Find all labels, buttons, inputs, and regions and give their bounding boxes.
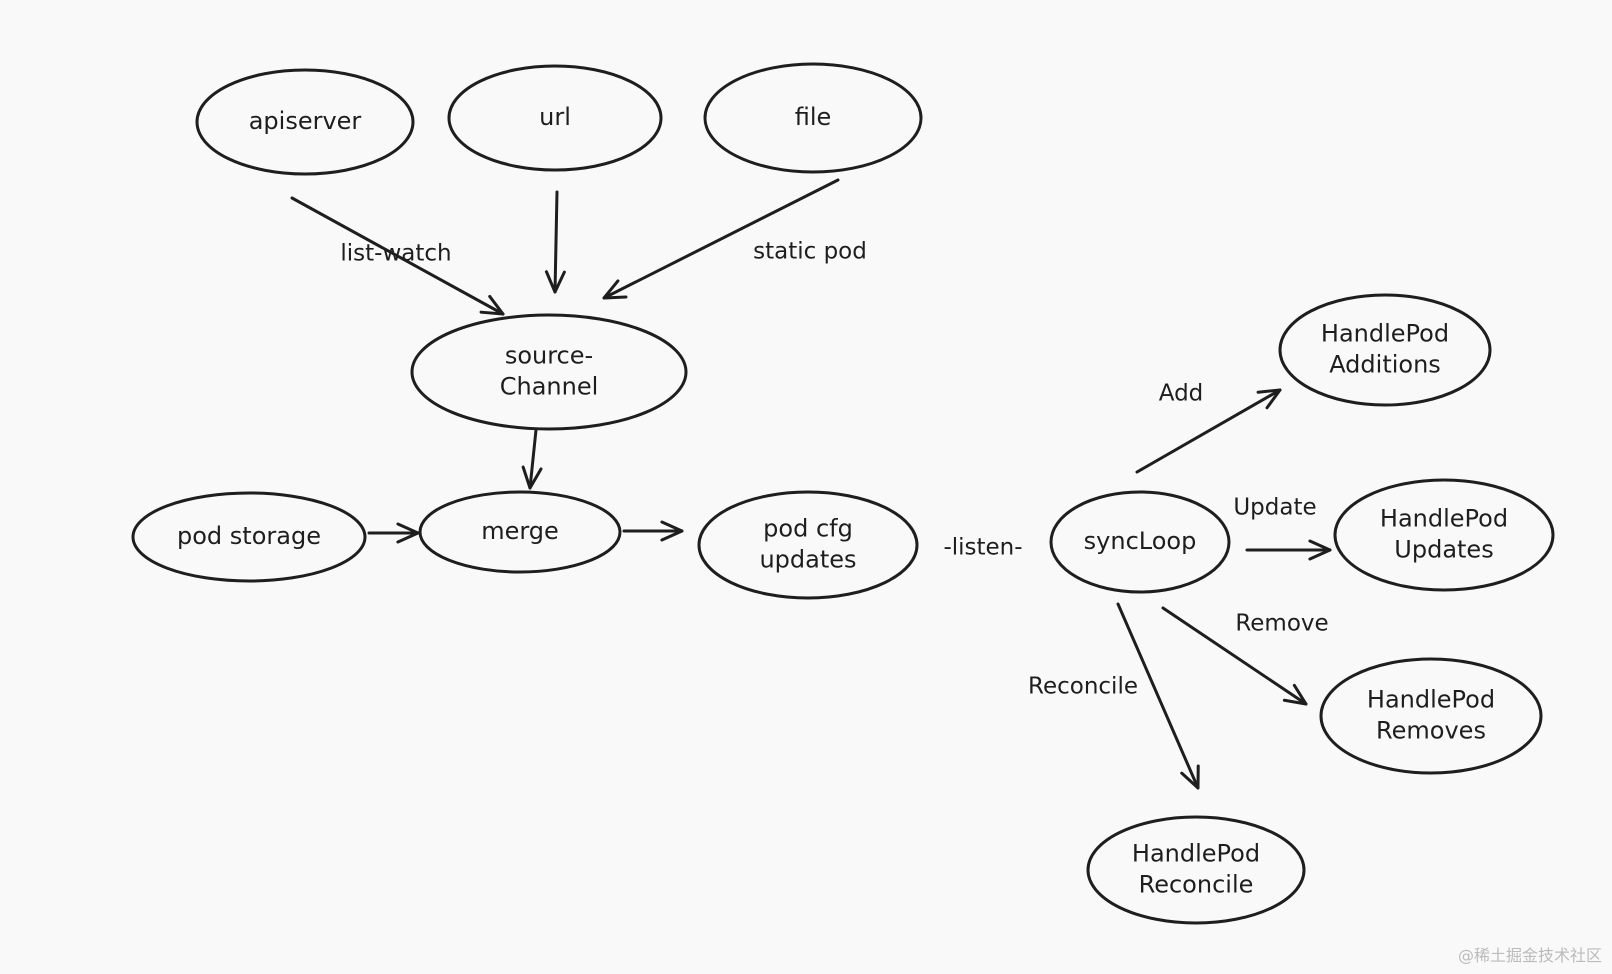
node-ellipse <box>703 62 923 174</box>
node-label: HandlePod <box>1380 505 1508 533</box>
node-url: url <box>447 64 663 172</box>
edge-pod-cfg-updates-to-syncloop: -listen- <box>931 532 1035 564</box>
node-ellipse <box>410 313 688 431</box>
edge-label: static pod <box>753 239 867 265</box>
node-label: Reconcile <box>1139 871 1254 899</box>
edge-label: -listen- <box>943 535 1022 561</box>
edge-pod-storage-to-merge <box>367 522 420 544</box>
arrowhead <box>396 522 420 544</box>
edge-label: Reconcile <box>1028 674 1138 700</box>
edge-syncloop-to-handlepod-additions: Add <box>1135 381 1282 474</box>
node-label: merge <box>481 517 559 545</box>
label-bg <box>931 532 1035 564</box>
node-label: pod storage <box>177 522 321 550</box>
edge-apiserver-to-source-channel: list-watch <box>290 196 505 316</box>
node-label: pod cfg <box>763 515 853 543</box>
edge-label: list-watch <box>340 241 451 267</box>
edge-label: Update <box>1233 495 1316 521</box>
edge-source-channel-to-merge <box>521 428 543 490</box>
edge-syncloop-to-handlepod-updates: Update <box>1233 495 1332 561</box>
node-ellipse <box>447 64 663 172</box>
node-label: HandlePod <box>1367 686 1495 714</box>
edges-layer: list-watch static pod -listen- AddUpdateRem… <box>290 178 1332 790</box>
edge-line <box>553 190 559 294</box>
arrowhead <box>544 270 566 294</box>
node-label: file <box>795 103 832 131</box>
edge-syncloop-to-handlepod-reconcile: Reconcile <box>1028 602 1200 790</box>
node-label: updates <box>759 546 856 574</box>
node-apiserver: apiserver <box>195 68 415 176</box>
node-ellipse <box>418 490 622 574</box>
node-merge: merge <box>418 490 622 574</box>
arrowhead <box>602 279 628 300</box>
edge-line <box>290 196 505 316</box>
node-source-channel: source- Channel <box>410 313 688 431</box>
node-label: source- <box>505 342 593 370</box>
node-label: Updates <box>1394 536 1493 564</box>
edge-file-to-source-channel: static pod <box>602 178 867 300</box>
node-ellipse <box>1278 293 1492 407</box>
node-label: Channel <box>500 373 599 401</box>
node-label: url <box>539 103 571 131</box>
node-ellipse <box>1319 657 1543 775</box>
node-label: apiserver <box>249 107 362 135</box>
edge-line <box>528 428 538 490</box>
node-label: syncLoop <box>1084 527 1197 555</box>
edge-merge-to-pod-cfg-updates <box>622 520 684 542</box>
node-pod-cfg-updates: pod cfg updates <box>697 490 919 600</box>
arrowhead <box>1256 388 1282 410</box>
arrowhead <box>1180 764 1200 790</box>
node-ellipse <box>1333 478 1555 592</box>
node-ellipse <box>697 490 919 600</box>
node-ellipse <box>1086 815 1306 925</box>
edge-line <box>1161 606 1308 706</box>
node-label: HandlePod <box>1321 320 1449 348</box>
edge-url-to-source-channel <box>544 190 566 294</box>
edge-line <box>602 178 840 300</box>
edge-label: Add <box>1159 381 1204 407</box>
node-syncloop: syncLoop <box>1049 490 1231 594</box>
node-label: Removes <box>1376 717 1486 745</box>
edge-line <box>1116 602 1200 790</box>
node-ellipse <box>195 68 415 176</box>
node-label: Additions <box>1329 351 1441 379</box>
node-label: HandlePod <box>1132 840 1260 868</box>
arrowhead <box>521 465 543 490</box>
node-ellipse <box>1049 490 1231 594</box>
arrowhead <box>1308 539 1332 561</box>
edge-line <box>1135 388 1282 474</box>
node-ellipse <box>131 491 367 583</box>
arrowhead <box>660 520 684 542</box>
arrowhead <box>1282 683 1308 706</box>
node-pod-storage: pod storage <box>131 491 367 583</box>
edge-label: Remove <box>1235 611 1328 637</box>
arrowhead <box>479 294 505 316</box>
node-file: file <box>703 62 923 174</box>
watermark: @稀土掘金技术社区 <box>1457 946 1602 965</box>
edge-syncloop-to-handlepod-removes: Remove <box>1161 606 1329 706</box>
nodes-layer: apiserver url file source- Channel pod storag… <box>131 62 1555 925</box>
